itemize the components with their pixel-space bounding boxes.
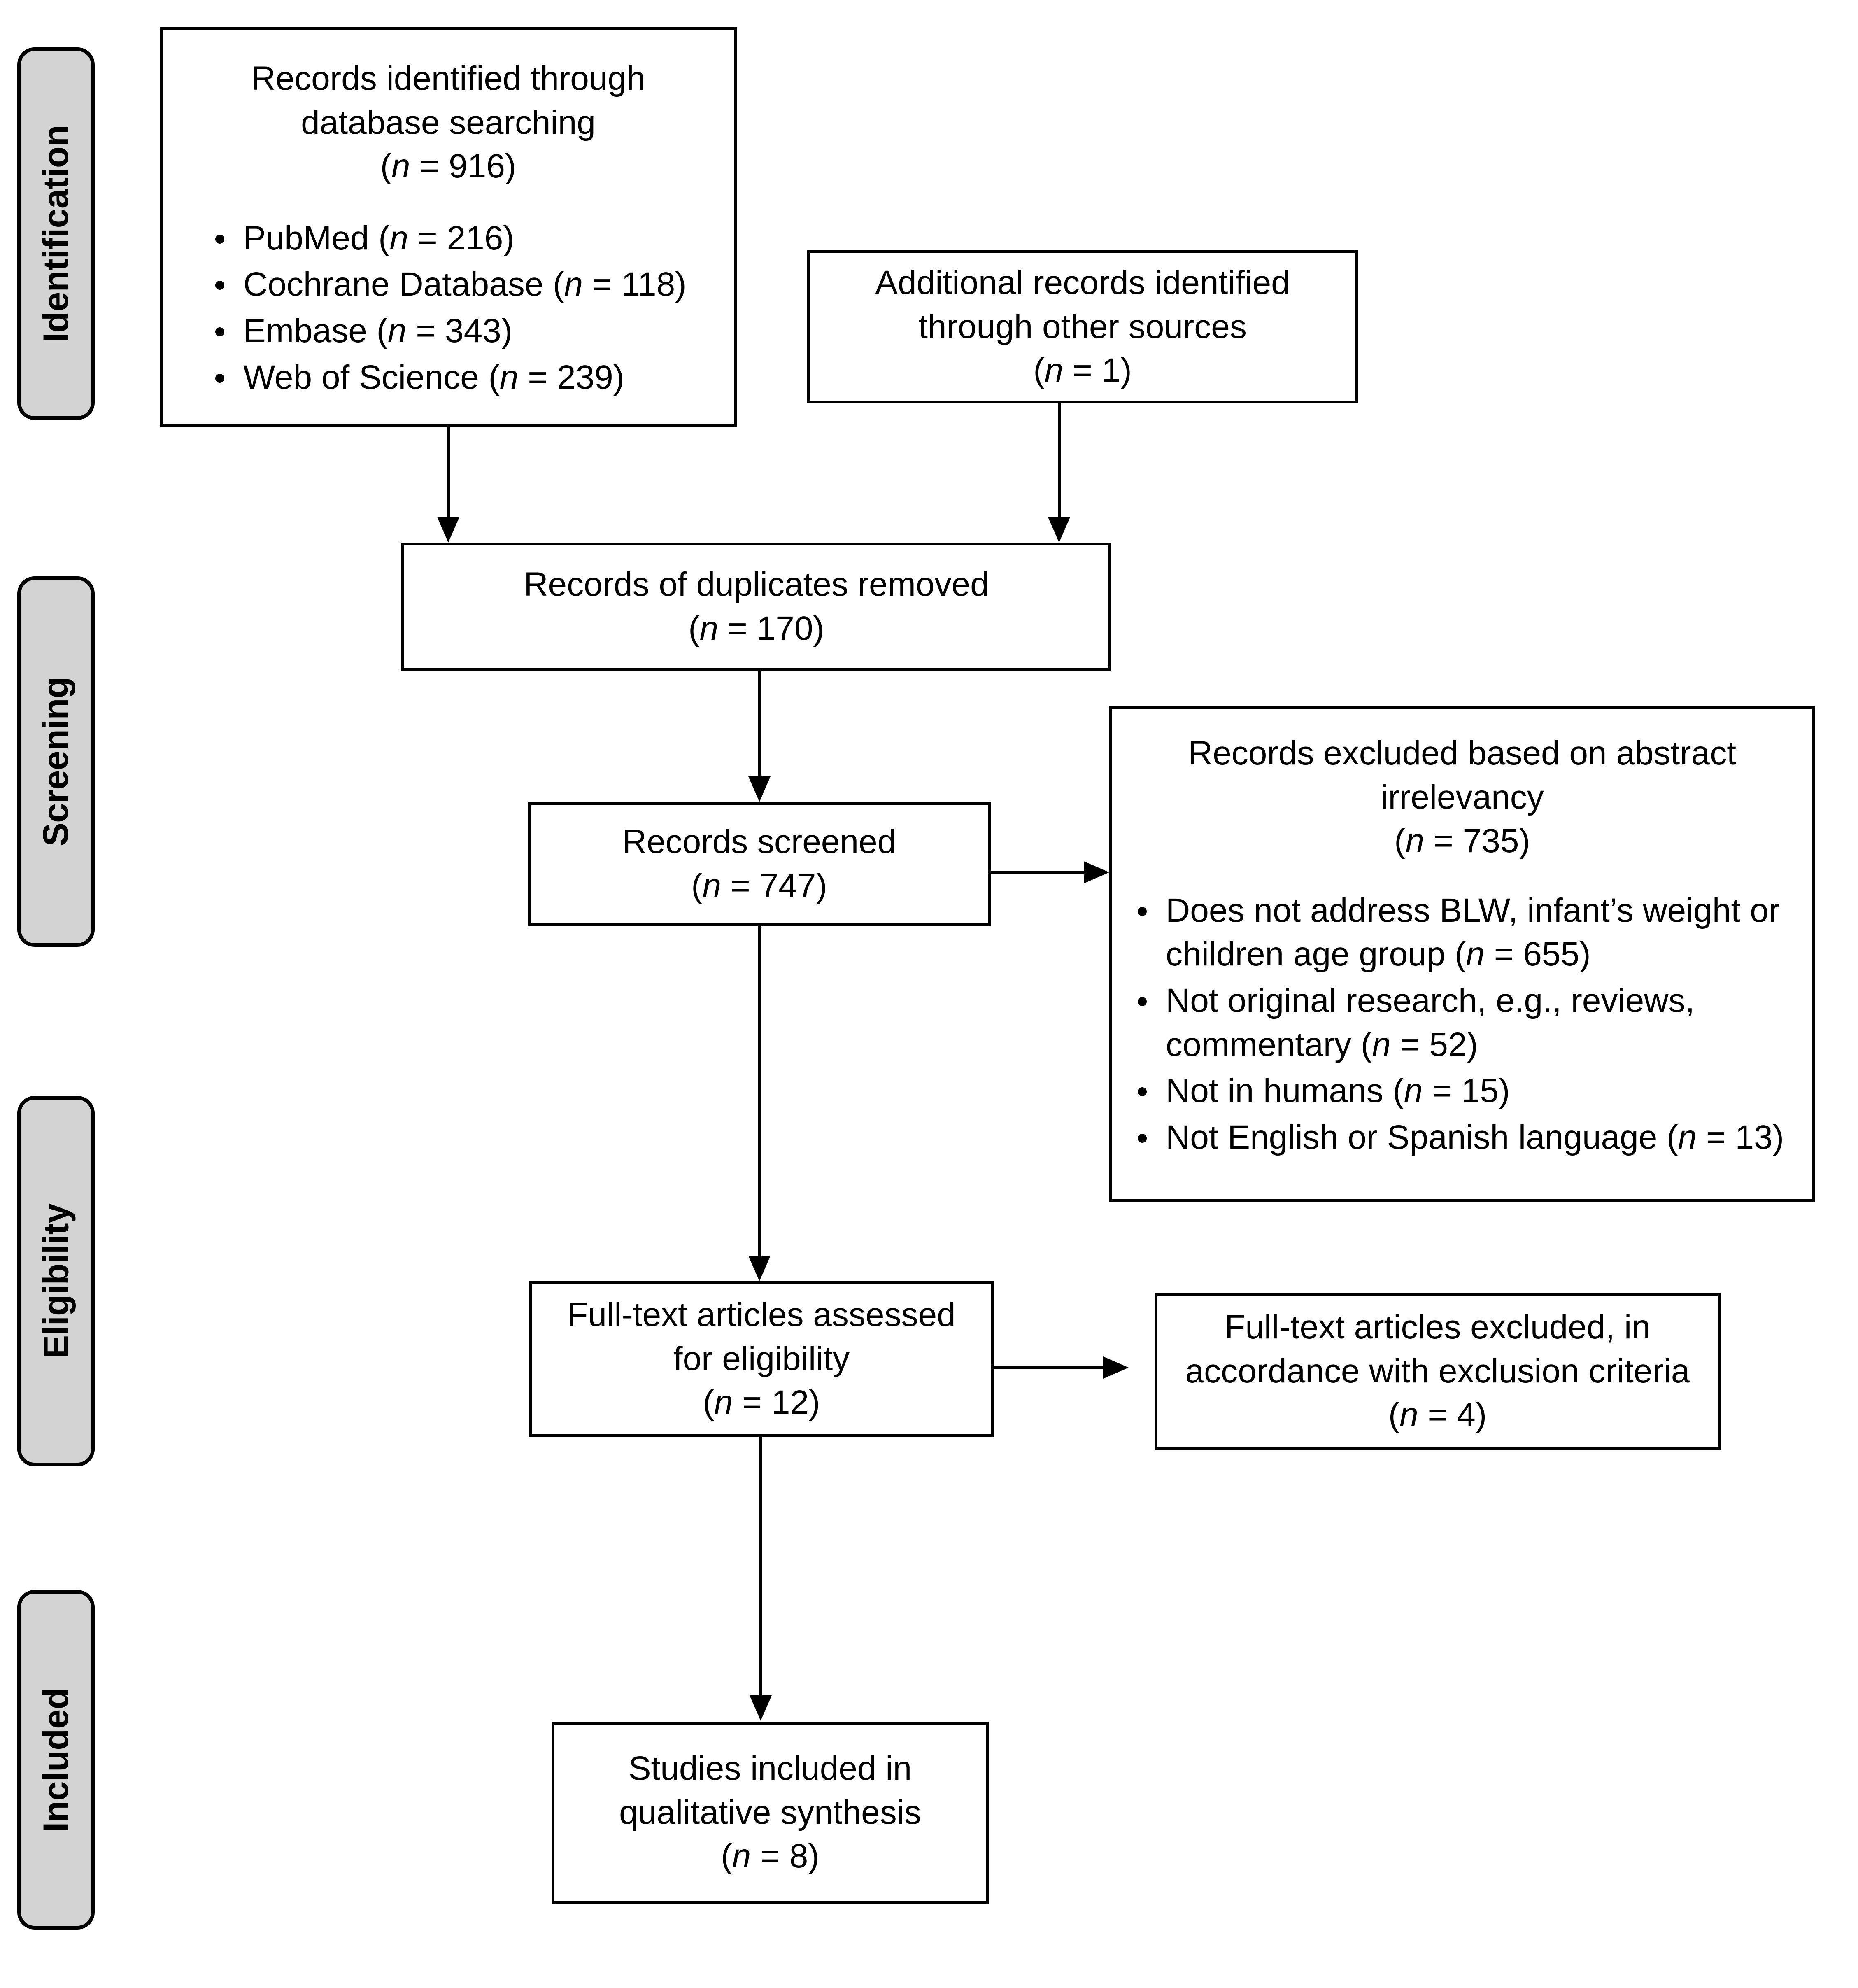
- stage-label-eligibility: Eligibility: [36, 1203, 76, 1359]
- connector-line-duplicates-to-screened: [758, 671, 761, 777]
- connector-line-screened-to-fulltext: [758, 926, 761, 1258]
- list-item: PubMed (n = 216): [204, 217, 734, 261]
- stage-tab-screening: Screening: [17, 576, 95, 947]
- list-item: Embase (n = 343): [204, 309, 734, 353]
- connector-arrow-other-to-duplicates: [1048, 517, 1070, 543]
- stage-tab-eligibility: Eligibility: [17, 1096, 95, 1466]
- list-item: Web of Science (n = 239): [204, 356, 734, 400]
- connector-line-other-to-duplicates: [1058, 403, 1061, 518]
- stage-tab-identification: Identification: [17, 47, 95, 420]
- list-item: Not in humans (n = 15): [1126, 1069, 1804, 1113]
- connector-line-fulltext-to-included: [759, 1437, 762, 1697]
- connector-arrow-fulltext-to-excluded: [1103, 1356, 1129, 1379]
- list-item: Does not address BLW, infant’s weight or…: [1126, 889, 1804, 977]
- connector-arrow-screened-to-fulltext: [748, 1256, 771, 1281]
- exclusion-reason-list: Does not address BLW, infant’s weight or…: [1112, 889, 1812, 1162]
- stage-label-identification: Identification: [36, 125, 76, 343]
- connector-arrow-duplicates-to-screened: [748, 776, 771, 802]
- connector-arrow-screened-to-excluded: [1084, 861, 1109, 883]
- connector-line-fulltext-to-excluded: [994, 1366, 1103, 1369]
- stage-label-included: Included: [36, 1687, 76, 1832]
- list-item: Not English or Spanish language (n = 13): [1126, 1116, 1804, 1160]
- connector-line-screened-to-excluded: [991, 871, 1085, 874]
- connector-arrow-db-to-duplicates: [437, 517, 459, 543]
- list-item: Cochrane Database (n = 118): [204, 263, 734, 307]
- database-source-list: PubMed (n = 216) Cochrane Database (n = …: [163, 217, 734, 402]
- list-item: Not original research, e.g., reviews, co…: [1126, 979, 1804, 1067]
- connector-arrow-fulltext-to-included: [750, 1695, 772, 1721]
- connector-line-db-to-duplicates: [447, 427, 450, 517]
- stage-label-screening: Screening: [36, 677, 76, 846]
- box-duplicates-removed: Records of duplicates removed(n = 170): [401, 543, 1111, 671]
- box-records-screened-heading: Records screened(n = 747): [622, 823, 896, 904]
- stage-tab-included: Included: [17, 1590, 95, 1930]
- box-duplicates-removed-heading: Records of duplicates removed(n = 170): [524, 566, 989, 647]
- box-records-screened: Records screened(n = 747): [528, 802, 991, 926]
